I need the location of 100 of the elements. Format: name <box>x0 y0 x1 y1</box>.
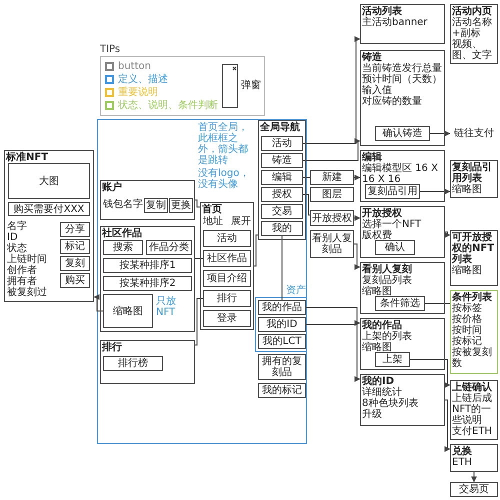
screen-panel <box>360 206 445 258</box>
screen-panel <box>450 160 498 198</box>
panel-text: 被复刻过 <box>7 287 48 298</box>
wireframe-button: 我的作品 <box>258 300 306 315</box>
wireframe-button: 排行 <box>203 290 251 307</box>
panel-text: 当前铸造发行总量 <box>362 63 443 74</box>
panel-title: 我的ID <box>362 375 394 387</box>
arrow <box>354 215 360 221</box>
screen-panel <box>360 374 445 426</box>
note-text: 没有logo，没有头像 <box>198 168 250 190</box>
wireframe-button: 搜索 <box>103 240 143 255</box>
wireframe-button: 新建 <box>310 170 354 185</box>
panel-title: 活动列表 <box>362 5 403 17</box>
panel-text: 缩略图 <box>452 184 483 195</box>
screen-panel <box>100 180 195 220</box>
note-text: 弹窗 <box>241 80 262 91</box>
panel-title: 复刻品引用列表 <box>452 161 493 184</box>
panel-text: 对应铸的数量 <box>362 96 423 107</box>
wireframe-button: 交易 <box>261 204 303 219</box>
wireframe-button: 图层 <box>310 187 354 202</box>
wireframe-button: 看别人复刻品 <box>310 230 354 258</box>
panel-text: 缩略图 <box>452 265 483 276</box>
arrow <box>354 174 360 180</box>
wireframe-button: 交易页 <box>450 482 498 497</box>
panel-text: 活动名称+副标 <box>452 17 493 39</box>
panel-title: 账户 <box>102 181 123 193</box>
panel-text: 支付ETH <box>452 426 493 437</box>
panel-text: 选择一个NFT <box>362 219 422 230</box>
panel-text: 缩略图 <box>362 342 393 353</box>
panel-text: 输入值 <box>362 85 393 96</box>
wireframe-button: 排行榜 <box>103 356 163 371</box>
panel-title: 编辑 <box>362 151 382 163</box>
connector-line <box>424 303 450 304</box>
panel-text: 创作者 <box>7 265 38 276</box>
panel-text: 名字 <box>7 221 28 232</box>
wireframe-button: 社区作品 <box>203 250 251 267</box>
panel-text: 上架的列表 <box>362 331 413 342</box>
panel-title: 社区作品 <box>102 227 143 239</box>
arrow <box>471 472 477 482</box>
wireframe-button: 我的LCT <box>258 334 306 349</box>
legend-text: 重要说明 <box>118 87 158 98</box>
wireframe-button: 开放授权 <box>310 210 354 226</box>
panel-title: 首页 <box>202 203 223 215</box>
wireframe-button: 购买 <box>60 273 90 288</box>
panel-text: 地址 <box>203 216 223 227</box>
panel-text: 按标记 <box>452 336 482 347</box>
arrow <box>302 36 360 144</box>
wireframe-button: 我的ID <box>258 317 306 332</box>
wireframe-button: 更换 <box>169 198 193 213</box>
panel-text: 缩略图 <box>362 286 393 297</box>
panel-text: 按被复刻数 <box>452 347 493 369</box>
arrow <box>306 324 360 382</box>
panel-title: 可开放授权的NFT列表 <box>452 231 496 265</box>
panel-title: 看别人复刻 <box>362 263 413 275</box>
wireframe-button: 确认铸造 <box>375 126 430 141</box>
wireframe-button: 复刻 <box>60 256 90 271</box>
wireframe-button: 确认 <box>375 240 415 255</box>
screen-panel <box>360 318 445 370</box>
wireframe-button: 购买需要付XXX <box>8 202 90 216</box>
note-text: 首页全局，此框框之外，箭头都是跳转 <box>198 122 249 166</box>
arrow <box>430 130 450 136</box>
panel-text: 上链后成NFT的一些说明 <box>452 393 493 426</box>
panel-text: ETH <box>452 457 473 468</box>
panel-title: 活动内页 <box>452 5 493 17</box>
connector-line <box>194 200 200 208</box>
panel-title: 铸造 <box>362 51 383 63</box>
panel-title: 排行 <box>102 341 123 353</box>
wireframe-button: 按某种排序2 <box>103 276 192 291</box>
connector-line <box>302 194 310 216</box>
screen-panel <box>200 202 254 330</box>
wireframe-button: 活动 <box>261 136 303 151</box>
panel-text: 展开 <box>231 216 251 227</box>
panel-text: ID <box>7 232 18 243</box>
wireframe-button: 我的 <box>261 221 303 236</box>
note-text: 资产 <box>286 285 307 296</box>
wireframe-button: 按某种排序1 <box>103 258 192 273</box>
panel-text: 预计时间（天数） <box>362 74 443 85</box>
flow-text: 链往支付 <box>450 126 498 141</box>
wireframe-button: 授权 <box>261 187 303 202</box>
arrow <box>354 244 360 270</box>
note-text: TIPs <box>100 44 122 55</box>
panel-title: 上链确认 <box>452 381 493 393</box>
screen-panel <box>450 230 498 286</box>
arrow <box>306 307 360 326</box>
screen-panel <box>360 4 445 44</box>
wireframe-button: 作品分类 <box>146 240 192 255</box>
panel-text: 按时间 <box>452 325 483 336</box>
panel-text: 复刻品列表 <box>362 275 413 286</box>
wireframe-button: 缩略图 <box>103 294 153 328</box>
arrow <box>444 400 450 452</box>
wireframe-button: 登录 <box>203 310 251 327</box>
wireframe-button: 拥有的复刻品 <box>258 354 306 380</box>
arrow <box>302 138 360 161</box>
wireframe-button: 复制 <box>144 198 168 213</box>
screen-panel <box>258 120 306 240</box>
panel-text: 详细统计 <box>362 387 403 398</box>
panel-text: 8种色块列表 <box>362 398 420 409</box>
panel-title: 标准NFT <box>6 151 50 163</box>
screen-panel <box>360 50 445 146</box>
panel-text: 升级 <box>362 409 383 420</box>
